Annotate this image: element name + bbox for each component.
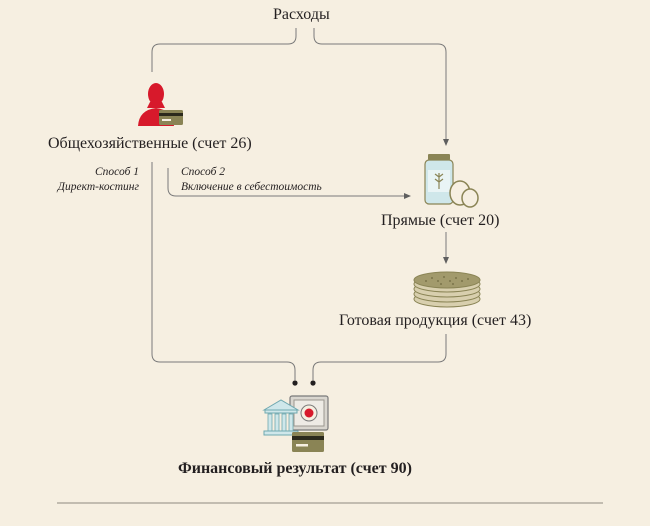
- method2-name: Включение в себестоимость: [181, 181, 322, 193]
- jar-and-eggs-icon: [424, 154, 479, 208]
- method2-title: Способ 2: [181, 166, 225, 178]
- office-worker-with-card-icon: [138, 83, 183, 126]
- node-direct-label: Прямые (счет 20): [381, 212, 500, 229]
- junction-dot-left: [292, 380, 298, 386]
- line-method2: [167, 168, 411, 199]
- line-root-to-overhead: [151, 28, 297, 72]
- node-root-label: Расходы: [273, 6, 330, 23]
- bank-safe-card-icon: [262, 395, 329, 452]
- method1-note: Способ 1 Директ-костинг: [58, 165, 139, 195]
- method1-name: Директ-костинг: [57, 181, 139, 193]
- node-financial-label: Финансовый результат (счет 90): [178, 460, 412, 477]
- line-finished-to-financial: [312, 334, 447, 380]
- node-finished-label: Готовая продукция (счет 43): [339, 312, 532, 329]
- method1-title: Способ 1: [95, 166, 139, 178]
- node-overhead-label: Общехозяйственные (счет 26): [48, 135, 252, 152]
- line-method1: [151, 162, 296, 380]
- junction-dot-right: [310, 380, 316, 386]
- method2-note: Способ 2 Включение в себестоимость: [181, 165, 322, 195]
- line-root-to-direct: [313, 28, 449, 146]
- stacked-pancakes-icon: [413, 271, 481, 308]
